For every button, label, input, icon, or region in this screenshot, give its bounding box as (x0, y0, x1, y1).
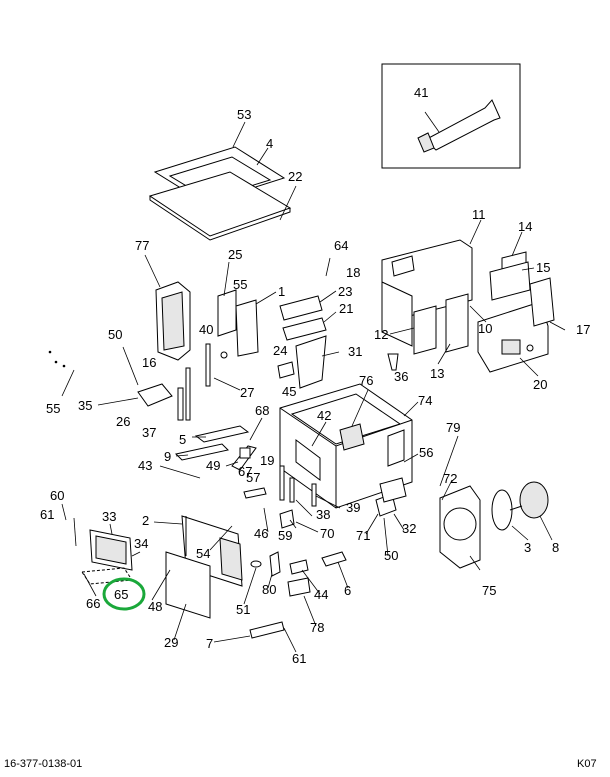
callout-19: 19 (260, 453, 274, 468)
callout-42: 42 (317, 408, 331, 423)
callout-71: 71 (356, 528, 370, 543)
lower-center-panels (151, 515, 349, 653)
callout-29: 29 (164, 635, 178, 650)
callout-49: 49 (206, 458, 220, 473)
callout-38: 38 (316, 507, 330, 522)
top-plates (148, 121, 297, 241)
callout-39: 39 (346, 500, 360, 515)
page-code: K07 (577, 758, 597, 770)
callout-45: 45 (282, 384, 296, 399)
callout-61-bottom: 61 (292, 651, 306, 666)
callout-60: 60 (50, 488, 64, 503)
middle-small-parts (159, 417, 407, 557)
callout-5: 5 (179, 432, 186, 447)
left-duct-assembly (48, 254, 191, 421)
callout-55-left: 55 (46, 401, 60, 416)
upper-right-housing (325, 219, 566, 377)
callout-27: 27 (240, 385, 254, 400)
callout-59: 59 (278, 528, 292, 543)
callout-34: 34 (134, 536, 148, 551)
callout-8: 8 (552, 540, 559, 555)
callout-55: 55 (233, 277, 247, 292)
callout-2: 2 (142, 513, 149, 528)
callout-51: 51 (236, 602, 250, 617)
callout-15: 15 (536, 260, 550, 275)
callout-68: 68 (255, 403, 269, 418)
callout-79: 79 (446, 420, 460, 435)
callout-32: 32 (402, 521, 416, 536)
callout-24: 24 (273, 343, 287, 358)
callout-22: 22 (288, 169, 302, 184)
callout-66: 66 (86, 596, 100, 611)
callout-36: 36 (394, 369, 408, 384)
callout-18: 18 (346, 265, 360, 280)
callout-21: 21 (339, 301, 353, 316)
inset-tube-box (381, 63, 521, 169)
callout-6: 6 (344, 583, 351, 598)
document-number: 16-377-0138-01 (4, 758, 83, 770)
callout-14: 14 (518, 219, 532, 234)
callout-46: 46 (254, 526, 268, 541)
callout-75: 75 (482, 583, 496, 598)
callout-35: 35 (78, 398, 92, 413)
center-brackets (205, 261, 340, 391)
callout-74: 74 (418, 393, 432, 408)
callout-76: 76 (359, 373, 373, 388)
callout-10: 10 (478, 321, 492, 336)
callout-64: 64 (334, 238, 348, 253)
callout-25: 25 (228, 247, 242, 262)
callout-17: 17 (576, 322, 590, 337)
callout-54: 54 (196, 546, 210, 561)
callout-41: 41 (414, 85, 428, 100)
callout-77: 77 (135, 238, 149, 253)
callout-20: 20 (533, 377, 547, 392)
highlight-ring (102, 577, 146, 611)
callout-12: 12 (374, 327, 388, 342)
callout-78: 78 (310, 620, 324, 635)
callout-23: 23 (338, 284, 352, 299)
callout-33: 33 (102, 509, 116, 524)
callout-labels: 41 53 4 22 77 25 64 11 14 18 15 55 1 23 … (40, 85, 590, 666)
callout-26: 26 (116, 414, 130, 429)
callout-72: 72 (443, 471, 457, 486)
main-housing-box (279, 383, 419, 509)
blower-assembly (439, 435, 553, 571)
callout-16: 16 (142, 355, 156, 370)
callout-50-right: 50 (384, 548, 398, 563)
callout-43: 43 (138, 458, 152, 473)
callout-50-left: 50 (108, 327, 122, 342)
callout-4: 4 (266, 136, 273, 151)
callout-31: 31 (348, 344, 362, 359)
callout-11: 11 (472, 207, 486, 222)
callout-65[interactable]: 65 (114, 587, 128, 602)
callout-53: 53 (237, 107, 251, 122)
callout-80: 80 (262, 582, 276, 597)
callout-57: 57 (246, 470, 260, 485)
callout-67: 67 (238, 464, 252, 479)
callout-1: 1 (278, 284, 285, 299)
callout-70: 70 (320, 526, 334, 541)
callout-37: 37 (142, 425, 156, 440)
callout-61-left: 61 (40, 507, 54, 522)
callout-7: 7 (206, 636, 213, 651)
callout-13: 13 (430, 366, 444, 381)
callout-40: 40 (199, 322, 213, 337)
lower-left-filter (61, 503, 141, 597)
callout-56: 56 (419, 445, 433, 460)
callout-44: 44 (314, 587, 328, 602)
callout-3: 3 (524, 540, 531, 555)
callout-48: 48 (148, 599, 162, 614)
callout-9: 9 (164, 449, 171, 464)
